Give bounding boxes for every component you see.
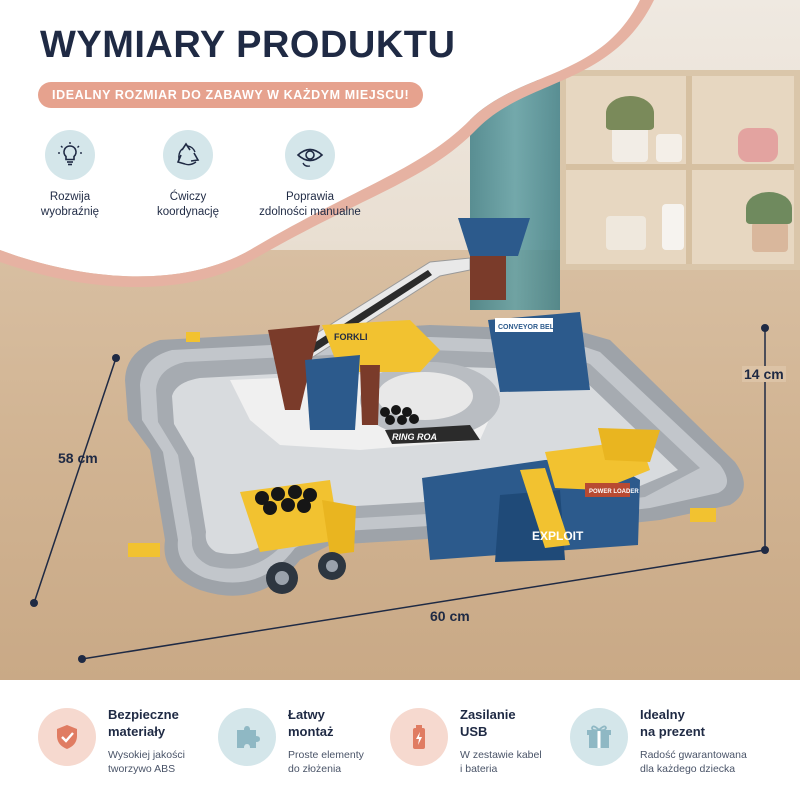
conveyor-label: CONVEYOR BELT	[498, 324, 558, 331]
blue-hopper	[305, 355, 360, 430]
toy-figures	[738, 128, 778, 162]
small-box	[662, 204, 684, 250]
benefit-line-2: zdolności manualne	[259, 206, 361, 218]
ring-road-center	[377, 372, 473, 420]
feature-desc-line-1: W zestawie kabel	[460, 749, 542, 761]
feature-title-line-1: Łatwy	[288, 707, 325, 722]
battery-icon	[390, 708, 448, 766]
page-title: WYMIARY PRODUKTU	[40, 24, 456, 66]
storage-box	[656, 134, 682, 162]
lightbulb-icon	[45, 130, 95, 180]
recycle-icon	[163, 130, 213, 180]
track-sign	[690, 508, 716, 522]
height-dimension: 14 cm	[742, 366, 786, 382]
bookshelf	[560, 70, 800, 270]
dimension-lines	[33, 328, 766, 660]
feature-title-line-2: USB	[460, 724, 488, 739]
feature-desc-line-1: Wysokiej jakości	[108, 749, 185, 761]
feature-desc-line-1: Proste elementy	[288, 749, 364, 761]
track-sign	[186, 332, 200, 342]
shield-check-icon	[38, 708, 96, 766]
gift-icon	[570, 708, 628, 766]
depth-dimension: 58 cm	[58, 450, 98, 466]
feature-desc-line-1: Radość gwarantowana	[640, 749, 747, 761]
feature-desc-line-2: do złożenia	[288, 763, 342, 775]
loader-bucket	[598, 428, 660, 462]
feature-title-line-2: na prezent	[640, 724, 706, 739]
feature-title-line-1: Bezpieczne	[108, 707, 179, 722]
conveyor-sign	[495, 318, 553, 332]
power-loader-label: POWER LOADER	[589, 489, 639, 495]
exploit-label: EXPLOIT	[532, 529, 584, 543]
ring-road-label: RING ROA	[392, 432, 437, 442]
dump-truck-cab	[322, 500, 356, 555]
plant-leaves-2	[746, 192, 792, 224]
benefit-line-1: Ćwiczy	[169, 191, 207, 203]
benefit-line-2: koordynację	[156, 206, 219, 218]
tower-hopper	[458, 218, 530, 256]
feature-title-line-1: Idealny	[640, 707, 685, 722]
tagline-badge: IDEALNY ROZMIAR DO ZABAWY W KAŻDYM MIEJS…	[38, 82, 424, 108]
storage-basket	[606, 216, 646, 250]
feature-desc-line-2: dla każdego dziecka	[640, 763, 736, 775]
plant-leaves	[606, 96, 654, 130]
truck-load-balls	[255, 485, 317, 515]
feature-desc-line-2: i bateria	[460, 763, 498, 775]
benefit-line-1: Rozwija	[49, 191, 91, 203]
feature-title-line-1: Zasilanie	[460, 707, 516, 722]
feature-title-line-2: montaż	[288, 724, 334, 739]
plant-pot-2	[752, 222, 788, 252]
feature-easy-assembly: Łatwy montaż Proste elementy do złożenia	[218, 706, 408, 786]
crane-post	[360, 365, 380, 425]
dimension-endpoints	[30, 324, 769, 663]
hazard-stripe	[520, 468, 570, 548]
benefit-line-1: Poprawia	[286, 191, 334, 203]
crane	[268, 325, 320, 410]
track-sign	[128, 543, 160, 557]
forklift-label: FORKLI	[334, 332, 368, 342]
eye-icon	[285, 130, 335, 180]
toy-track-set: FORKLI RING ROA CONVEYOR BELT EXPLOIT PO…	[30, 218, 769, 663]
feature-usb-power: Zasilanie USB W zestawie kabel i bateria	[390, 706, 580, 786]
width-dimension: 60 cm	[430, 608, 470, 624]
feature-title-line-2: materiały	[108, 724, 166, 739]
benefit-imagination: Rozwija wyobraźnię	[10, 130, 130, 220]
puzzle-icon	[218, 708, 276, 766]
plant-pot	[612, 126, 648, 162]
features-bar: Bezpieczne materiały Wysokiej jakości tw…	[0, 680, 800, 800]
feature-gift: Idealny na prezent Radość gwarantowana d…	[570, 706, 760, 786]
ring-road-sign	[385, 425, 480, 444]
black-balls	[380, 405, 419, 425]
benefit-line-2: wyobraźnię	[40, 206, 100, 218]
loader-sign	[585, 483, 630, 497]
feature-safe-materials: Bezpieczne materiały Wysokiej jakości tw…	[38, 706, 228, 786]
track-outer: FORKLI RING ROA CONVEYOR BELT EXPLOIT PO…	[30, 218, 769, 663]
benefit-coordination: Ćwiczy koordynację	[128, 130, 248, 220]
feature-desc-line-2: tworzywo ABS	[108, 763, 176, 775]
benefit-manual-skills: Poprawia zdolności manualne	[250, 130, 370, 220]
